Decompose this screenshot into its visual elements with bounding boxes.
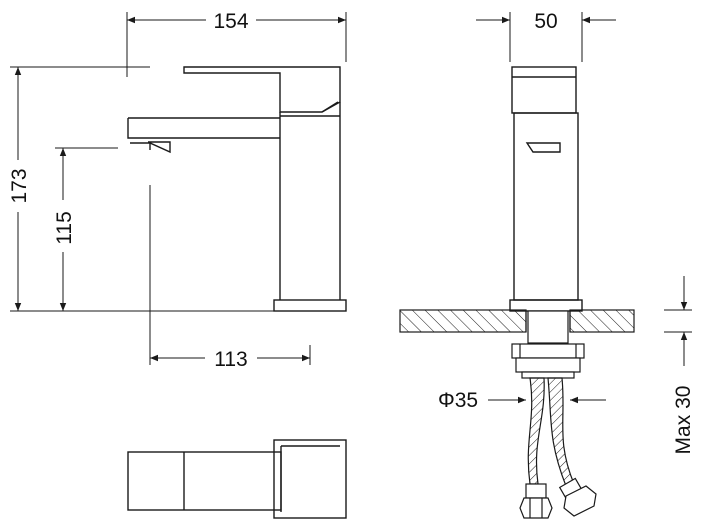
hose-right	[547, 377, 575, 487]
front-handle	[511, 66, 577, 114]
dimension-hole-diameter: Φ35	[438, 389, 606, 412]
dim-label-max30: Max 30	[672, 386, 695, 455]
front-view	[509, 66, 583, 312]
front-aerator	[525, 142, 561, 153]
flexible-hoses	[519, 377, 597, 519]
side-view	[10, 66, 347, 312]
top-spout	[127, 451, 282, 511]
top-handle	[273, 439, 347, 519]
hose-left	[527, 377, 545, 485]
shank-assembly	[511, 310, 585, 379]
dim-label-154: 154	[213, 10, 248, 33]
dim-label-50: 50	[534, 10, 557, 33]
fitting-nut-left	[519, 497, 553, 519]
side-extension-lines	[10, 12, 347, 365]
spout	[127, 117, 280, 139]
mounting-washer	[515, 357, 581, 373]
deck-section	[399, 309, 635, 333]
mounting-nut	[511, 343, 585, 359]
dimension-width: 154	[127, 10, 346, 33]
base-plate	[273, 299, 347, 312]
dimension-height: 173	[8, 67, 31, 311]
dim-label-phi35: Φ35	[438, 389, 478, 412]
top-view	[127, 439, 347, 519]
dim-label-115: 115	[53, 211, 76, 244]
dimension-depth: 50	[476, 10, 616, 33]
handle-lever	[183, 66, 341, 113]
dimension-reach: 113	[150, 348, 310, 371]
dim-label-173: 173	[8, 168, 31, 203]
aerator	[130, 141, 171, 154]
fitting-nut-right	[563, 485, 597, 517]
dimension-max-deck: Max 30	[664, 276, 695, 454]
dimension-spout-height: 115	[53, 148, 76, 311]
faucet-body	[279, 102, 341, 300]
front-body	[513, 112, 579, 301]
dim-label-113: 113	[214, 348, 247, 371]
front-base	[509, 299, 583, 312]
